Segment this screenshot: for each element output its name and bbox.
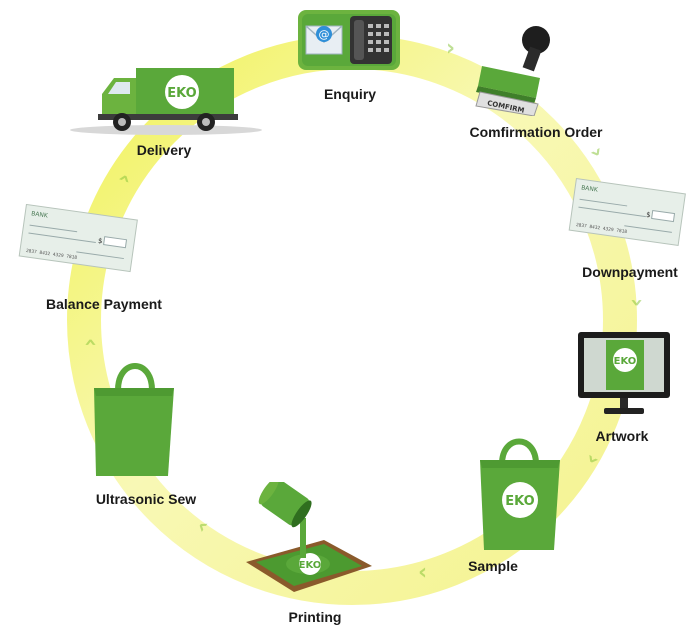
truck-icon: EKO [66,64,262,136]
step-label-ultrasonic: Ultrasonic Sew [95,491,197,507]
step-label-sample: Sample [468,558,518,574]
step-label-confirmation: Comfirmation Order [469,124,603,140]
step-label-printing: Printing [288,609,342,625]
cheque-icon: BANK $ 2837 8432 4329 7818 [566,178,688,250]
arrow-icon: › [446,36,456,61]
enquiry-icon: @ [298,10,400,72]
svg-text:EKO: EKO [299,560,322,571]
stamp-icon: COMFIRM [474,26,566,117]
svg-text:EKO: EKO [167,86,196,101]
svg-text:@: @ [319,28,330,41]
svg-text:BANK: BANK [581,184,600,193]
plain-bag-icon [88,354,178,480]
step-label-balance: Balance Payment [46,296,162,312]
monitor-icon: EKO [576,330,672,418]
step-label-artwork: Artwork [595,428,649,444]
tote-bag-icon: EKO [474,430,566,554]
svg-text:EKO: EKO [614,356,637,367]
step-label-enquiry: Enquiry [323,86,377,102]
step-label-delivery: Delivery [136,142,192,158]
arrow-icon: › [78,337,104,348]
step-label-downpayment: Downpayment [582,264,678,280]
cheque-icon: BANK $ 2837 8432 4329 7818 [16,203,140,276]
arrow-icon: › [624,297,650,308]
svg-text:EKO: EKO [505,494,534,509]
arrow-icon: › [418,560,428,585]
svg-text:$: $ [646,211,652,220]
svg-text:$: $ [98,237,104,246]
screen-printing-icon: EKO [244,477,374,600]
svg-text:BANK: BANK [31,210,50,219]
